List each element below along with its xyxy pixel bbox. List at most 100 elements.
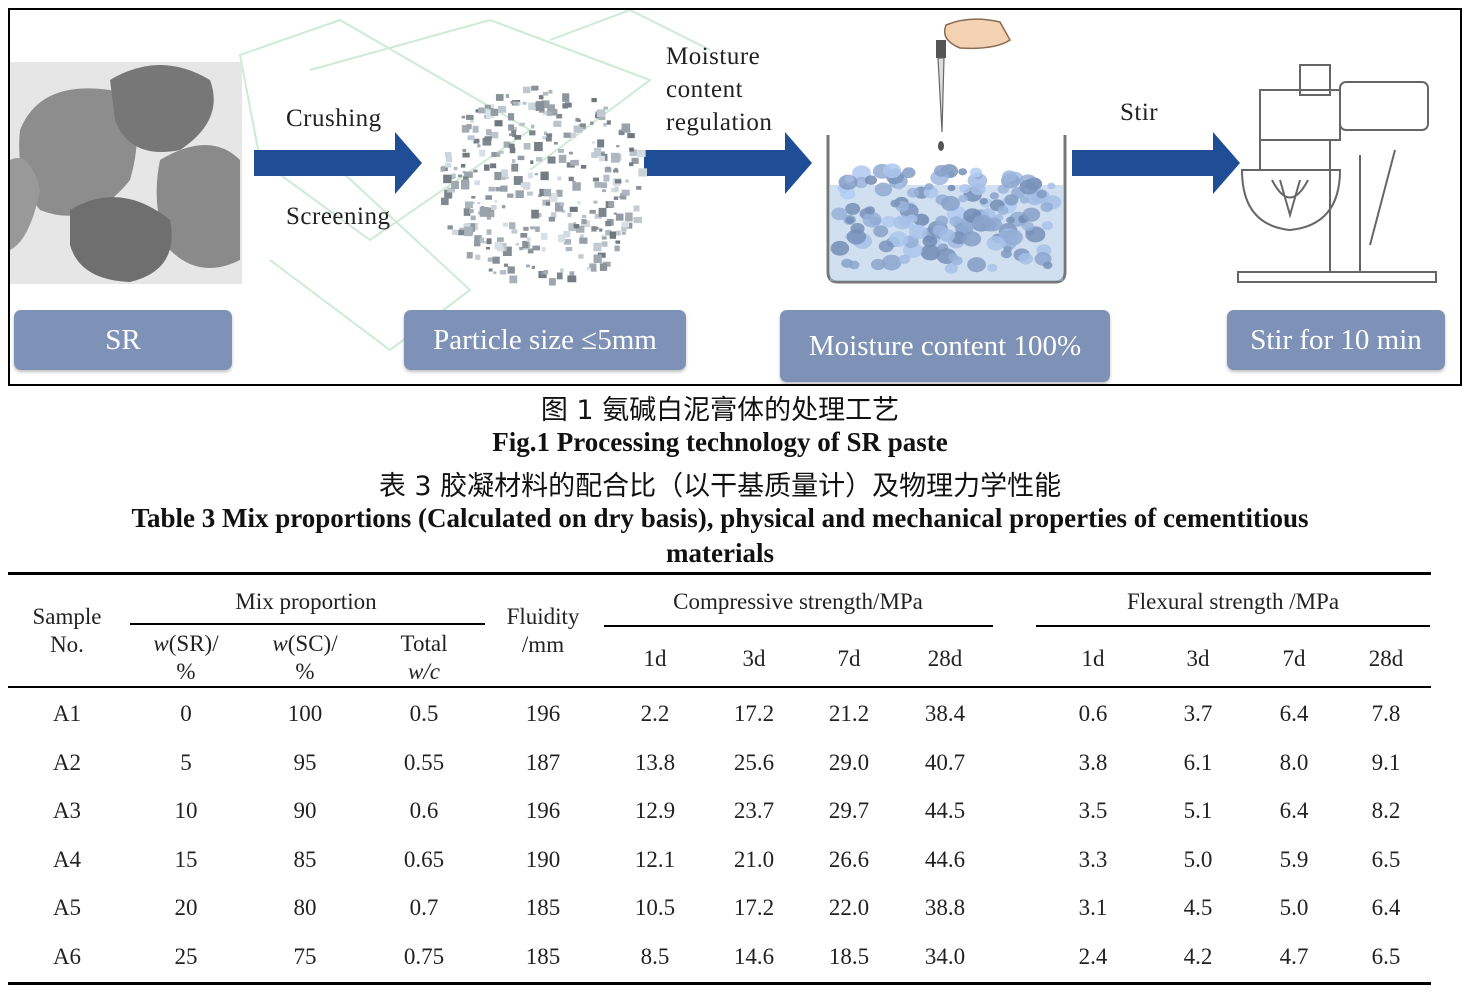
bead bbox=[1036, 253, 1048, 264]
particle bbox=[541, 246, 546, 252]
header-flex-1d: 1d bbox=[1081, 646, 1105, 671]
table-cell: 6.4 bbox=[1279, 798, 1309, 823]
particle bbox=[453, 166, 458, 171]
particle bbox=[603, 174, 610, 182]
bead bbox=[1018, 252, 1033, 265]
table-cell: 196 bbox=[525, 701, 561, 726]
bead bbox=[830, 240, 850, 256]
particle bbox=[556, 189, 563, 197]
bead bbox=[989, 192, 999, 200]
table-top-rule bbox=[8, 572, 1431, 575]
particle bbox=[613, 212, 617, 215]
particle bbox=[562, 93, 570, 102]
particle bbox=[597, 139, 605, 148]
bead bbox=[962, 231, 982, 247]
stage-box-moisture-content: Moisture content 100% bbox=[780, 310, 1110, 382]
particle bbox=[519, 122, 525, 127]
particle bbox=[489, 211, 495, 217]
table-cell: 17.2 bbox=[733, 895, 775, 920]
table-cell: 187 bbox=[525, 749, 561, 775]
label-screening: Screening bbox=[286, 203, 391, 230]
table-cell: 20 bbox=[174, 895, 198, 920]
bead bbox=[878, 240, 894, 253]
particle bbox=[543, 270, 549, 275]
bead bbox=[934, 164, 949, 177]
crushed-particles bbox=[440, 85, 648, 286]
table-cell: 29.0 bbox=[828, 749, 870, 775]
particle bbox=[549, 278, 556, 286]
particle bbox=[460, 163, 466, 168]
particle bbox=[566, 102, 572, 108]
bead bbox=[845, 216, 855, 224]
table-cell: 6.4 bbox=[1371, 895, 1401, 920]
particle bbox=[490, 108, 499, 116]
compressive-group-rule bbox=[604, 625, 993, 627]
arrow-crushing bbox=[254, 132, 422, 194]
particle bbox=[579, 123, 586, 128]
table-cell: 14.6 bbox=[733, 943, 775, 969]
particle bbox=[499, 270, 507, 275]
particle bbox=[466, 252, 473, 259]
particle bbox=[569, 206, 578, 212]
particle bbox=[488, 268, 493, 272]
particle bbox=[478, 107, 485, 114]
particle bbox=[532, 245, 541, 251]
particle bbox=[572, 182, 581, 191]
particle bbox=[593, 147, 602, 156]
particle bbox=[605, 166, 610, 171]
particle bbox=[464, 171, 473, 178]
table-cell: 15 bbox=[174, 846, 198, 872]
particle bbox=[563, 239, 572, 245]
bead bbox=[947, 184, 956, 192]
particle bbox=[545, 136, 552, 142]
particle bbox=[466, 114, 474, 120]
table-cell: 95 bbox=[293, 749, 317, 775]
bead bbox=[881, 254, 902, 271]
particle bbox=[611, 152, 620, 163]
bead bbox=[986, 235, 1005, 251]
particle bbox=[495, 186, 502, 192]
particle bbox=[511, 129, 516, 136]
particle bbox=[464, 201, 473, 209]
particle bbox=[568, 151, 573, 155]
particle bbox=[505, 176, 509, 180]
particle bbox=[603, 122, 607, 127]
particle bbox=[484, 136, 492, 141]
sample-id-cell: A2 bbox=[52, 749, 82, 775]
header-flex-3d: 3d bbox=[1186, 646, 1210, 671]
particle bbox=[505, 93, 510, 98]
particle bbox=[488, 186, 495, 192]
particle bbox=[515, 243, 520, 246]
particle bbox=[496, 246, 505, 252]
particle bbox=[633, 205, 640, 212]
particle bbox=[547, 156, 556, 164]
particle bbox=[591, 226, 597, 232]
bead bbox=[1002, 170, 1017, 182]
particle bbox=[621, 225, 627, 232]
particle bbox=[440, 166, 446, 172]
particle bbox=[593, 254, 602, 264]
particle bbox=[526, 237, 531, 242]
particle bbox=[598, 155, 605, 162]
table-cell: 8.5 bbox=[640, 943, 670, 969]
particle bbox=[501, 205, 506, 209]
particle bbox=[508, 143, 515, 149]
particle bbox=[489, 131, 499, 139]
particle bbox=[469, 119, 475, 123]
particle bbox=[578, 254, 584, 259]
bead bbox=[854, 176, 869, 189]
arrows bbox=[254, 132, 1240, 194]
table-cell: 38.4 bbox=[924, 701, 966, 726]
stage-box-stir: Stir for 10 min bbox=[1227, 310, 1445, 370]
particle bbox=[494, 171, 502, 181]
particle bbox=[487, 257, 494, 262]
table-cell: 3.8 bbox=[1078, 749, 1108, 775]
particle bbox=[573, 125, 583, 133]
table-cell: 80 bbox=[293, 895, 317, 920]
particle bbox=[601, 241, 608, 247]
particle bbox=[535, 101, 545, 112]
particle bbox=[490, 104, 495, 108]
bead bbox=[881, 215, 896, 228]
table-cell: 2.4 bbox=[1078, 943, 1108, 969]
particle bbox=[605, 229, 612, 236]
